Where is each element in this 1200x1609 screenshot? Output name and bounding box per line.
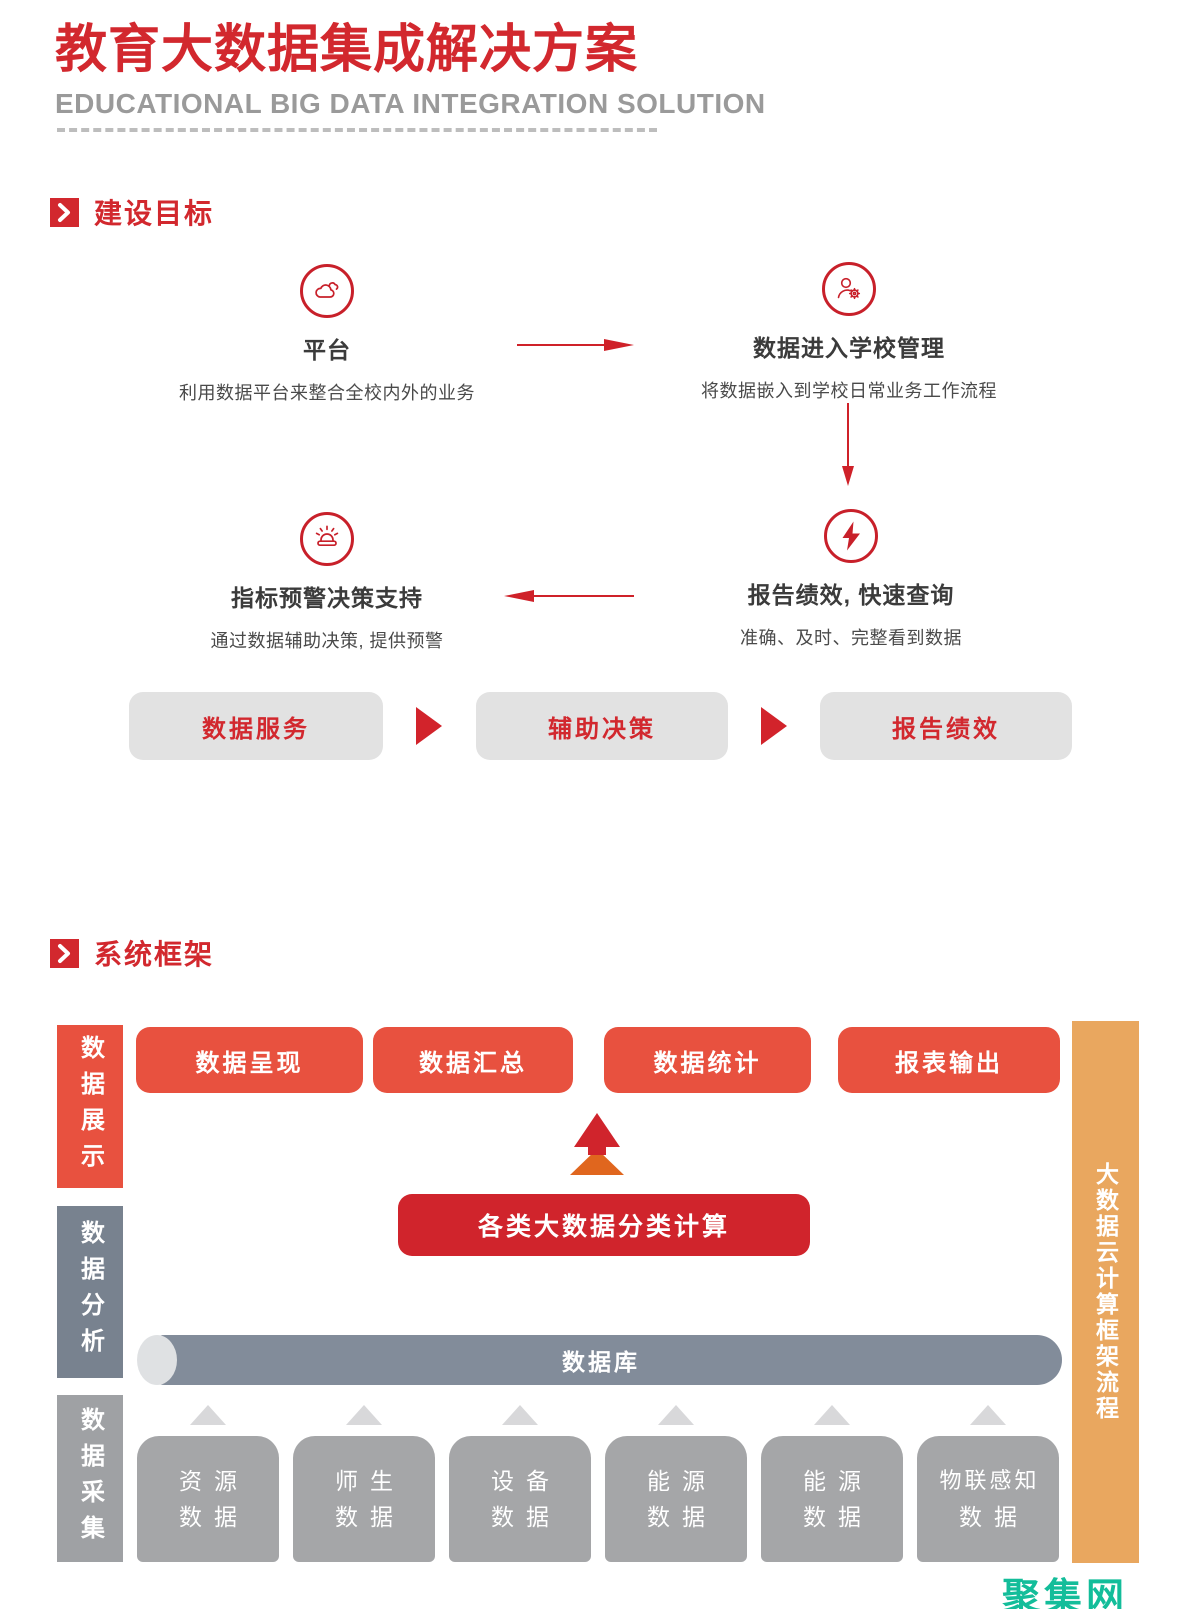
section-header-framework: 系统框架 <box>50 933 214 973</box>
source-box-energy-2: 能源 数据 <box>761 1436 903 1562</box>
goal-node-platform: 平台 利用数据平台来整合全校内外的业务 <box>107 264 547 405</box>
source-box-resource: 资源 数据 <box>137 1436 279 1562</box>
upload-triangle-icon <box>814 1405 850 1425</box>
goal-title: 报告绩效, 快速查询 <box>747 582 955 608</box>
source-box-line2: 数据 <box>803 1504 873 1530</box>
source-box-equipment: 设备 数据 <box>449 1436 591 1562</box>
goal-node-performance: 报告绩效, 快速查询 准确、及时、完整看到数据 <box>631 509 1071 650</box>
upload-triangle-icon <box>658 1405 694 1425</box>
upload-triangle-icon <box>970 1405 1006 1425</box>
top-box-report-output: 报表输出 <box>838 1027 1060 1093</box>
database-cylinder-cap <box>137 1335 177 1385</box>
lightning-icon <box>824 509 878 563</box>
upload-triangle-icon <box>190 1405 226 1425</box>
title-divider <box>57 128 657 132</box>
source-box-teacher-student: 师生 数据 <box>293 1436 435 1562</box>
database-label-text: 数据库 <box>562 1349 640 1375</box>
section-title-goals: 建设目标 <box>94 198 215 229</box>
goal-node-school-management: 数据进入学校管理 将数据嵌入到学校日常业务工作流程 <box>629 262 1069 403</box>
source-box-line1: 师生 <box>335 1468 405 1494</box>
double-triangle-icon <box>574 1113 620 1147</box>
goal-desc: 将数据嵌入到学校日常业务工作流程 <box>701 381 997 401</box>
right-bar-cloud-framework: 大数据云计算框架流程 <box>1072 1021 1139 1563</box>
goal-desc: 通过数据辅助决策, 提供预警 <box>210 631 444 651</box>
goal-desc: 准确、及时、完整看到数据 <box>740 628 962 648</box>
section-header-goals: 建设目标 <box>50 192 214 232</box>
source-box-iot: 物联感知 数据 <box>917 1436 1059 1562</box>
source-box-line1: 物联感知 <box>939 1468 1040 1493</box>
source-box-line2: 数据 <box>179 1504 249 1530</box>
goal-flow-arrows <box>504 339 854 602</box>
upload-triangle-icon <box>346 1405 382 1425</box>
right-bar-label: 大数据云计算框架流程 <box>1092 1162 1119 1422</box>
pill-data-service: 数据服务 <box>129 692 383 760</box>
source-box-line1: 资源 <box>179 1468 249 1494</box>
source-box-line2: 数据 <box>647 1504 717 1530</box>
goal-title: 平台 <box>303 337 351 363</box>
upload-triangle-icon <box>502 1405 538 1425</box>
compute-box-label: 各类大数据分类计算 <box>477 1213 730 1241</box>
chevron-right-icon <box>50 197 79 227</box>
database-label: 数据库 <box>140 1335 1062 1385</box>
source-box-line1: 能源 <box>803 1468 873 1494</box>
pill-report-performance: 报告绩效 <box>820 692 1072 760</box>
top-box-label: 数据统计 <box>653 1049 762 1077</box>
goal-node-early-warning: 指标预警决策支持 通过数据辅助决策, 提供预警 <box>107 512 547 653</box>
section-title-framework: 系统框架 <box>94 939 215 970</box>
top-box-summary: 数据汇总 <box>373 1027 573 1093</box>
top-box-statistics: 数据统计 <box>604 1027 811 1093</box>
pill-label: 报告绩效 <box>892 715 1000 743</box>
source-box-line2: 数据 <box>335 1504 405 1530</box>
top-box-label: 数据呈现 <box>195 1049 304 1077</box>
pill-decision-support: 辅助决策 <box>476 692 728 760</box>
source-box-energy-1: 能源 数据 <box>605 1436 747 1562</box>
chevron-right-icon <box>50 938 79 968</box>
page-title: 教育大数据集成解决方案 <box>55 21 639 79</box>
cloud-icon <box>300 264 354 318</box>
source-box-line2: 数据 <box>959 1504 1029 1530</box>
compute-box: 各类大数据分类计算 <box>398 1194 810 1256</box>
top-box-label: 数据汇总 <box>419 1049 527 1077</box>
goal-title: 数据进入学校管理 <box>753 335 945 361</box>
goal-title: 指标预警决策支持 <box>231 585 423 611</box>
watermark-logo: 聚集网 <box>1002 1577 1129 1609</box>
layer-bar-analysis: 数据分析 <box>57 1206 123 1378</box>
top-box-presentation: 数据呈现 <box>136 1027 363 1093</box>
source-box-line1: 设备 <box>491 1468 561 1494</box>
alarm-icon <box>300 512 354 566</box>
source-box-line1: 能源 <box>647 1468 717 1494</box>
page-subtitle: EDUCATIONAL BIG DATA INTEGRATION SOLUTIO… <box>55 88 766 119</box>
layer-bar-collection: 数据采集 <box>57 1395 123 1562</box>
pill-label: 数据服务 <box>202 715 310 743</box>
source-box-line2: 数据 <box>491 1504 561 1530</box>
arrow-triangle-icon <box>761 707 787 745</box>
user-gear-icon <box>822 262 876 316</box>
database-cylinder <box>140 1335 1062 1385</box>
pill-label: 辅助决策 <box>548 715 656 743</box>
top-box-label: 报表输出 <box>895 1049 1003 1077</box>
goal-desc: 利用数据平台来整合全校内外的业务 <box>179 383 475 403</box>
layer-label: 数据分析 <box>76 1220 104 1364</box>
layer-label: 数据采集 <box>76 1406 104 1551</box>
layer-label: 数据展示 <box>76 1034 104 1179</box>
arrow-triangle-icon <box>416 707 442 745</box>
triangle-stem <box>588 1143 606 1155</box>
layer-bar-display: 数据展示 <box>57 1025 123 1188</box>
